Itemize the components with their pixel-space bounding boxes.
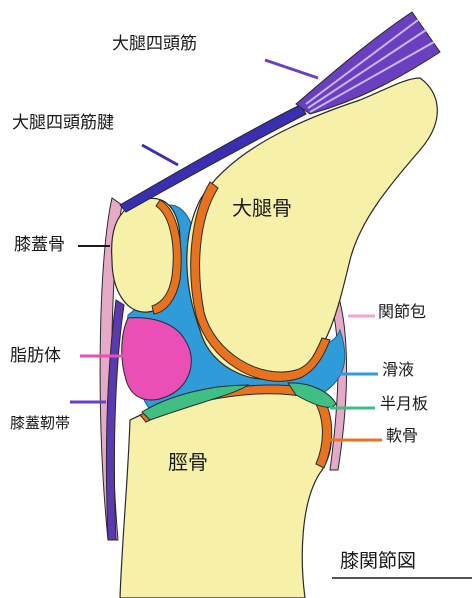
label-patella: 膝蓋骨 bbox=[14, 237, 65, 254]
diagram-title: 膝関節図 bbox=[340, 552, 416, 571]
label-tibia: 脛骨 bbox=[168, 452, 208, 472]
label-synovial-fluid: 滑液 bbox=[382, 362, 414, 378]
label-meniscus: 半月板 bbox=[380, 396, 428, 412]
label-femur: 大腿骨 bbox=[232, 198, 292, 218]
label-patellar-ligament: 膝蓋靭帯 bbox=[10, 416, 70, 431]
leader-quadriceps-tendon bbox=[142, 145, 178, 165]
label-fat-pad: 脂肪体 bbox=[10, 348, 61, 365]
label-cartilage: 軟骨 bbox=[386, 428, 418, 444]
label-quadriceps-tendon: 大腿四頭筋腱 bbox=[12, 115, 114, 132]
leader-quadriceps bbox=[265, 60, 318, 78]
femur-shape bbox=[187, 78, 438, 380]
tibia-shape bbox=[120, 391, 332, 598]
label-quadriceps: 大腿四頭筋 bbox=[112, 36, 197, 53]
label-joint-capsule: 関節包 bbox=[378, 304, 426, 320]
